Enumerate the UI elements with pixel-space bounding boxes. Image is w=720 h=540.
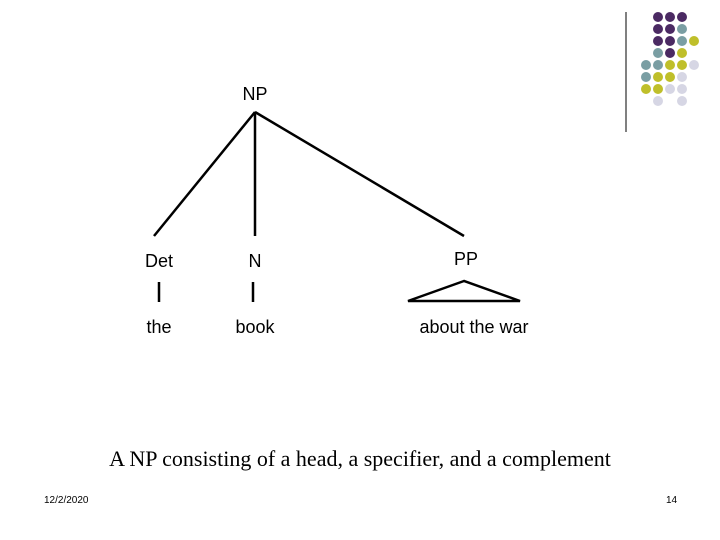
decorative-dot — [689, 36, 699, 46]
footer-date: 12/2/2020 — [44, 495, 89, 506]
decorative-dot — [677, 60, 687, 70]
decorative-dot — [641, 84, 651, 94]
decorative-dot — [653, 36, 663, 46]
decorative-dot — [665, 12, 675, 22]
decorative-dot — [677, 48, 687, 58]
node-pp: PP — [453, 249, 479, 269]
decorative-dot — [689, 60, 699, 70]
decorative-dot — [665, 24, 675, 34]
decorative-dot — [665, 84, 675, 94]
decorative-dot — [677, 96, 687, 106]
decorative-dot — [665, 72, 675, 82]
node-n: N — [248, 251, 262, 271]
decorative-dot — [665, 36, 675, 46]
decorative-dot — [677, 12, 687, 22]
decorative-dot — [665, 60, 675, 70]
decorative-dot — [677, 84, 687, 94]
branch-np-det — [153, 111, 256, 237]
decorative-dot — [653, 60, 663, 70]
decorative-dot — [653, 84, 663, 94]
decorative-dot — [653, 24, 663, 34]
node-det: Det — [144, 251, 174, 271]
leaf-the: the — [146, 317, 172, 337]
decorative-dot — [677, 24, 687, 34]
decorative-dot — [653, 48, 663, 58]
decorative-dot — [653, 96, 663, 106]
leaf-book: book — [235, 317, 275, 337]
decorative-dot — [653, 12, 663, 22]
pp-triangle — [407, 279, 521, 303]
decorative-dot — [677, 36, 687, 46]
decorative-dot — [641, 60, 651, 70]
decorative-dot — [653, 72, 663, 82]
branch-np-pp — [254, 110, 465, 238]
decorative-dot — [677, 72, 687, 82]
footer-page-number: 14 — [666, 495, 678, 506]
node-np: NP — [242, 84, 268, 104]
slide-caption: A NP consisting of a head, a specifier, … — [109, 446, 611, 471]
dot-grid-decoration — [641, 12, 699, 106]
decorative-dot — [641, 72, 651, 82]
leaf-about-the-war: about the war — [419, 317, 529, 337]
decorative-dot — [665, 48, 675, 58]
